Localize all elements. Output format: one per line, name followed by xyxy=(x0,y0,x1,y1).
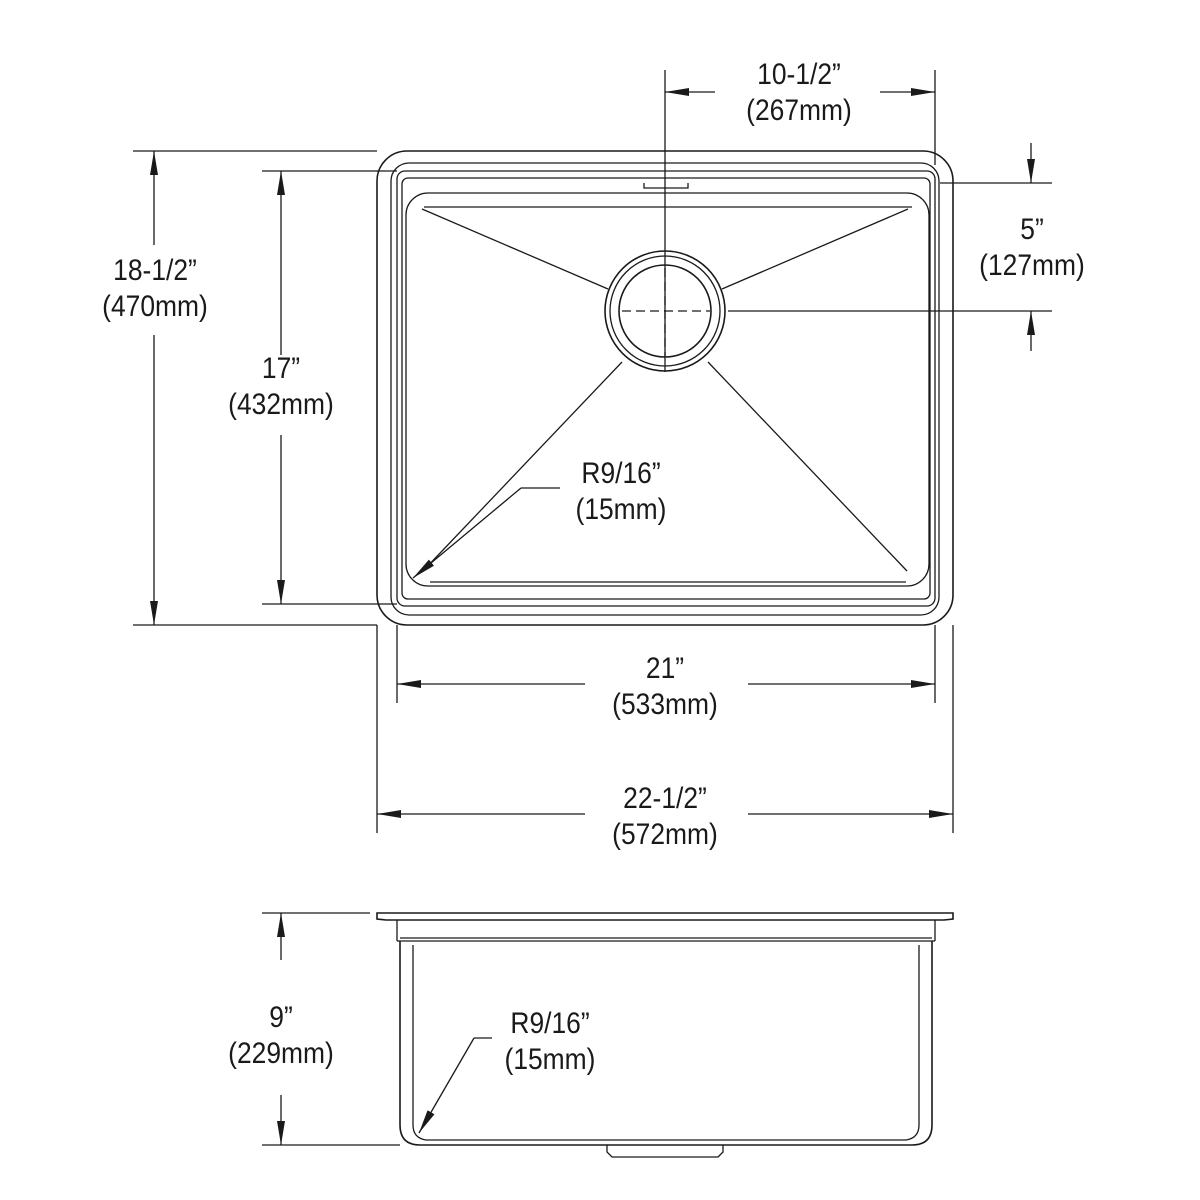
dim-imperial: 18-1/2” xyxy=(113,254,197,287)
dim-imperial: 9” xyxy=(269,1001,293,1034)
dimension-bowl-height xyxy=(262,912,400,1146)
dimension-overall-width xyxy=(376,625,954,833)
bowl-rim-inner xyxy=(401,177,931,600)
dim-metric: (15mm) xyxy=(504,1043,596,1076)
dim-label-drain-offset-x: 10-1/2” (267mm) xyxy=(725,57,873,129)
sink-side-view xyxy=(376,912,954,1158)
dim-metric: (432mm) xyxy=(228,388,334,421)
dim-imperial: 5” xyxy=(1020,213,1044,246)
side-flange xyxy=(376,912,954,921)
dim-imperial: 17” xyxy=(261,352,301,385)
slope-line-bottom-left xyxy=(422,361,623,572)
dim-label-overall-depth: 18-1/2” (470mm) xyxy=(93,253,216,325)
dim-metric: (127mm) xyxy=(979,249,1085,282)
dim-metric: (229mm) xyxy=(228,1037,334,1070)
slope-line-bottom-right xyxy=(707,361,908,572)
overflow-slot xyxy=(643,183,689,189)
dim-metric: (15mm) xyxy=(575,493,667,526)
side-drain-body xyxy=(606,1145,724,1158)
dim-label-corner-radius-side: R9/16” (15mm) xyxy=(490,1006,610,1078)
dim-imperial: 22-1/2” xyxy=(623,782,707,815)
dim-label-overall-width: 22-1/2” (572mm) xyxy=(603,781,728,853)
leader-corner-radius-top xyxy=(412,487,560,579)
dim-metric: (572mm) xyxy=(612,818,718,851)
dim-imperial: R9/16” xyxy=(510,1007,590,1040)
leader-corner-radius-side xyxy=(418,1037,492,1134)
dimension-bowl-width xyxy=(396,625,936,703)
dimension-bowl-depth xyxy=(262,170,397,605)
side-bowl-inner-left-wall xyxy=(412,945,427,1141)
bowl-rim-outer xyxy=(396,170,936,607)
dim-imperial: 21” xyxy=(645,652,685,685)
dim-metric: (470mm) xyxy=(102,290,208,323)
dim-label-bowl-height: 9” (229mm) xyxy=(219,1000,342,1072)
dimension-drain-offset-x xyxy=(664,70,936,372)
slope-line-top-left xyxy=(421,208,609,290)
side-bowl-left-wall xyxy=(399,941,421,1146)
side-bowl-inner-right-wall xyxy=(905,945,920,1141)
bowl-floor xyxy=(405,192,930,587)
dim-label-bowl-width: 21” (533mm) xyxy=(603,651,728,723)
dim-label-corner-radius-top: R9/16” (15mm) xyxy=(561,456,681,528)
slope-line-top-right xyxy=(721,208,909,290)
side-bowl-right-wall xyxy=(911,941,933,1146)
dim-metric: (267mm) xyxy=(746,94,852,127)
dim-label-drain-offset-y: 5” (127mm) xyxy=(971,212,1092,284)
dimension-overall-depth xyxy=(133,150,377,626)
dimension-drain-offset-y xyxy=(728,143,1052,351)
dim-imperial: R9/16” xyxy=(581,457,661,490)
dim-label-bowl-depth: 17” (432mm) xyxy=(219,351,342,423)
dim-imperial: 10-1/2” xyxy=(757,58,841,91)
dim-metric: (533mm) xyxy=(612,688,718,721)
